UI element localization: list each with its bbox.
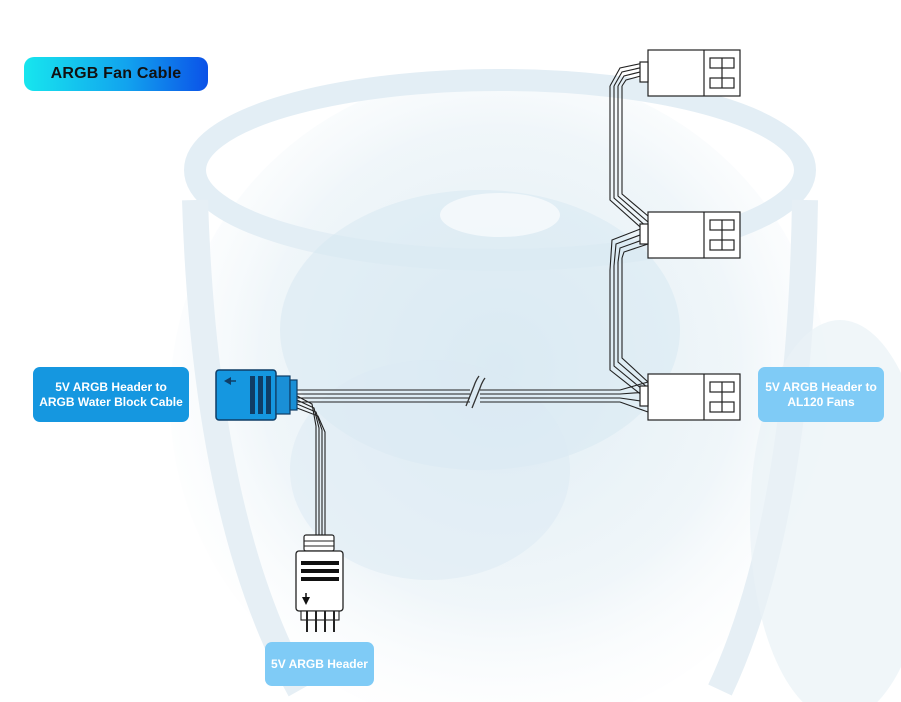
header-cable [296,395,326,535]
main-cable [297,381,649,413]
arrow-down-icon [302,597,310,605]
cable-break-mark [465,375,486,409]
label-argb-header: 5V ARGB Header [265,642,374,686]
label-al120-fans: 5V ARGB Header to AL120 Fans [758,367,884,422]
fan-chain-cable [609,61,649,401]
arrow-left-icon [224,377,231,385]
waterblock-connector [215,369,298,421]
label-waterblock-cable: 5V ARGB Header to ARGB Water Block Cable [33,367,189,422]
fan-connector-bottom [639,373,741,421]
fan-connector-top [639,49,741,97]
title-badge: ARGB Fan Cable [24,57,208,91]
fan-connector-middle [639,211,741,259]
argb-header-plug [295,534,344,632]
